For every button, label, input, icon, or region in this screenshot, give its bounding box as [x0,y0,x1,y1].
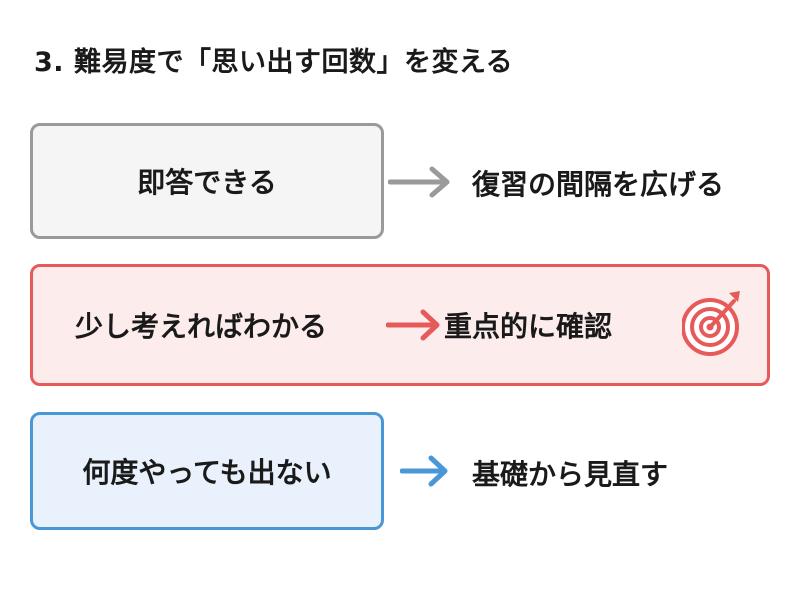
result-label-easy: 復習の間隔を広げる [472,168,725,201]
condition-box-easy: 即答できる [30,123,384,239]
condition-label-hard: 何度やっても出ない [82,456,332,489]
target-icon [682,291,740,356]
result-label-medium: 重点的に確認 [444,310,613,343]
arrow-right-icon [388,166,450,198]
condition-label-medium: 少し考えればわかる [75,310,328,343]
condition-box-hard: 何度やっても出ない [30,412,384,530]
arrow-right-icon [400,455,448,487]
result-label-hard: 基礎から見直す [472,458,669,491]
page-title: 3. 難易度で「思い出す回数」を変える [34,47,514,78]
condition-label-easy: 即答できる [137,166,277,199]
arrow-right-icon [386,309,440,341]
